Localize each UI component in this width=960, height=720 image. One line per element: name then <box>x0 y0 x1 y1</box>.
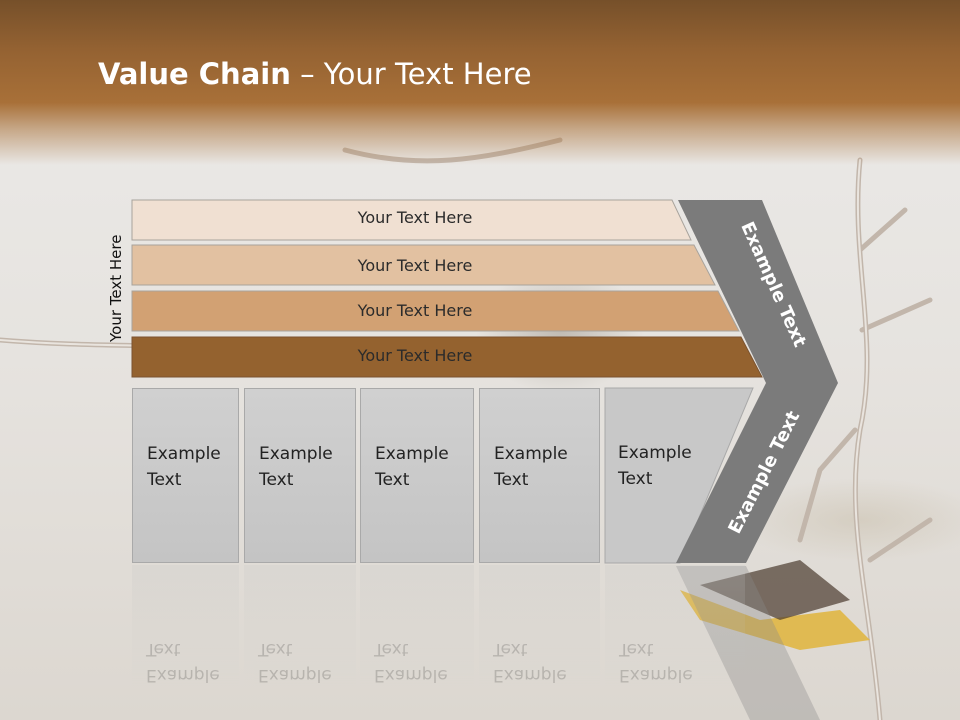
page-title-rest: – Your Text Here <box>290 57 532 91</box>
bar-1 <box>131 199 692 241</box>
page-title-bold: Value Chain <box>98 57 291 91</box>
bar-4 <box>131 336 763 378</box>
header-band: Value Chain – Your Text Here <box>0 0 960 165</box>
bar-1-label: Your Text Here <box>357 208 473 227</box>
bar-2-label: Your Text Here <box>357 256 473 275</box>
chevron-reflection <box>676 566 820 720</box>
bar-3 <box>131 290 740 332</box>
bar-3-label: Your Text Here <box>357 301 473 320</box>
bar-4-label: Your Text Here <box>357 346 473 365</box>
chevron-upper <box>678 200 838 383</box>
page-title: Value Chain – Your Text Here <box>98 52 532 96</box>
bar-2 <box>131 244 716 286</box>
chevron-lower <box>676 383 838 563</box>
